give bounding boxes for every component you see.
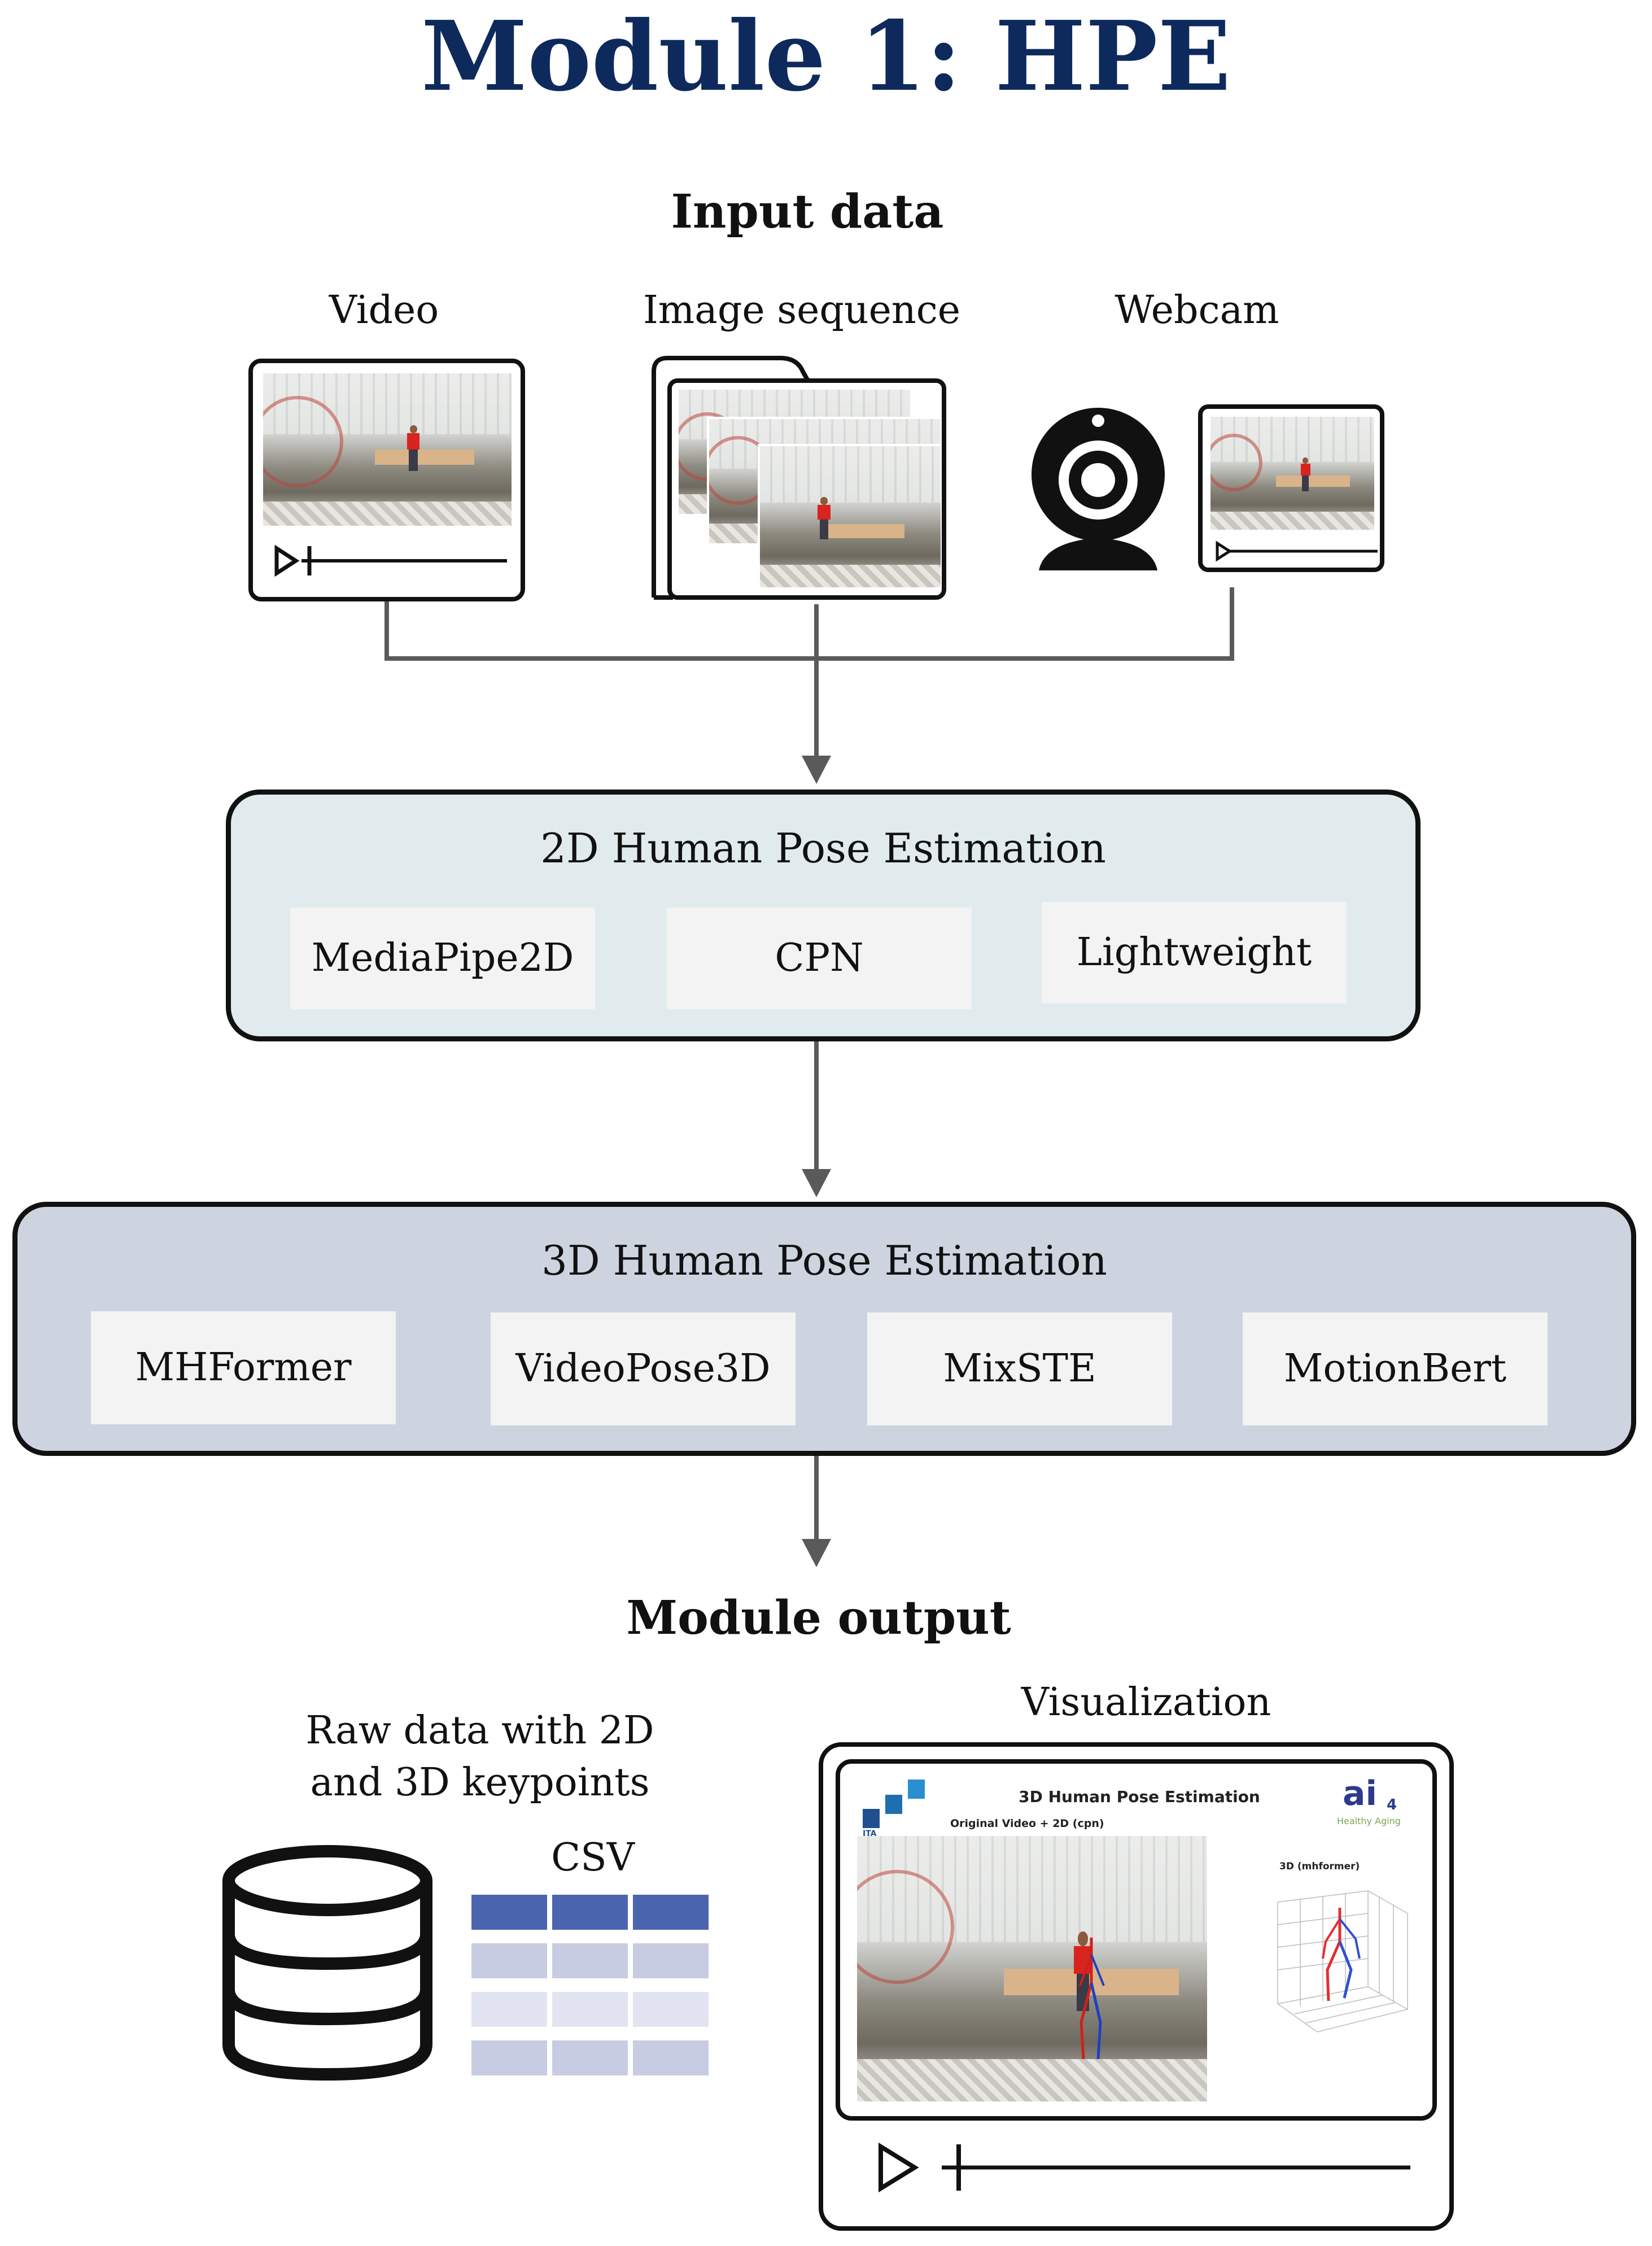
visualization-player: ITA 3D Human Pose Estimation Original Vi… bbox=[819, 1742, 1454, 2231]
model-motionbert: MotionBert bbox=[1243, 1312, 1548, 1425]
webcam-icon bbox=[1032, 408, 1165, 570]
video-label: Video bbox=[329, 288, 439, 333]
play-icon bbox=[274, 544, 300, 577]
database-icon bbox=[222, 1845, 432, 2081]
hpe-2d-title: 2D Human Pose Estimation bbox=[540, 825, 1106, 872]
raw-data-label-line2: and 3D keypoints bbox=[310, 1760, 650, 1805]
viz-player-controls bbox=[879, 2142, 1410, 2193]
page-title: Module 1: HPE bbox=[421, 0, 1231, 113]
arrow-to-2d bbox=[802, 756, 831, 784]
ai4-logo: ai 4 Healthy Aging bbox=[1337, 1774, 1401, 1826]
model-mixste: MixSTE bbox=[867, 1312, 1172, 1425]
visualization-screen: ITA 3D Human Pose Estimation Original Vi… bbox=[836, 1759, 1437, 2121]
viz-2d-skeleton bbox=[1079, 1938, 1105, 2060]
play-icon bbox=[879, 2142, 919, 2193]
model-mhformer: MHFormer bbox=[91, 1311, 396, 1424]
viz-original-video bbox=[857, 1836, 1207, 2101]
arrow-to-3d bbox=[802, 1169, 831, 1197]
image-sequence-label: Image sequence bbox=[643, 288, 961, 333]
video-player-controls bbox=[274, 544, 507, 577]
csv-label: CSV bbox=[551, 1835, 635, 1880]
webcam-feed-thumbnail bbox=[1198, 404, 1384, 572]
input-data-heading: Input data bbox=[671, 185, 944, 239]
connector-video bbox=[384, 601, 389, 661]
module-output-heading: Module output bbox=[626, 1591, 1011, 1645]
hpe-2d-stage: 2D Human Pose Estimation MediaPipe2D CPN… bbox=[226, 790, 1421, 1041]
model-cpn: CPN bbox=[667, 908, 972, 1009]
hpe-3d-stage: 3D Human Pose Estimation MHFormer VideoP… bbox=[12, 1202, 1636, 1456]
connector-image-sequence bbox=[814, 604, 819, 757]
webcam-label: Webcam bbox=[1115, 288, 1279, 333]
model-videopose3d: VideoPose3D bbox=[491, 1312, 796, 1425]
image-sequence-icon bbox=[650, 355, 950, 603]
csv-table-icon bbox=[471, 1895, 709, 2087]
connector-webcam bbox=[1230, 587, 1234, 661]
model-mediapipe2d: MediaPipe2D bbox=[290, 908, 595, 1009]
connector-2d-to-3d bbox=[814, 1041, 819, 1171]
video-scene-image bbox=[263, 373, 512, 526]
model-lightweight: Lightweight bbox=[1042, 902, 1347, 1004]
connector-3d-to-output bbox=[814, 1456, 819, 1541]
ita-logo: ITA bbox=[863, 1775, 930, 1843]
connector-merge bbox=[384, 656, 1234, 661]
raw-data-label-line1: Raw data with 2D bbox=[305, 1708, 654, 1753]
viz-left-caption: Original Video + 2D (cpn) bbox=[950, 1817, 1104, 1830]
video-thumbnail bbox=[248, 359, 525, 601]
viz-3d-plot bbox=[1277, 1890, 1408, 2033]
visualization-label: Visualization bbox=[1021, 1680, 1271, 1725]
viz-right-caption: 3D (mhformer) bbox=[1279, 1861, 1360, 1872]
hpe-3d-title: 3D Human Pose Estimation bbox=[541, 1237, 1107, 1284]
viz-screen-title: 3D Human Pose Estimation bbox=[1019, 1787, 1260, 1806]
play-icon bbox=[1216, 540, 1233, 562]
arrow-to-output bbox=[802, 1539, 831, 1567]
